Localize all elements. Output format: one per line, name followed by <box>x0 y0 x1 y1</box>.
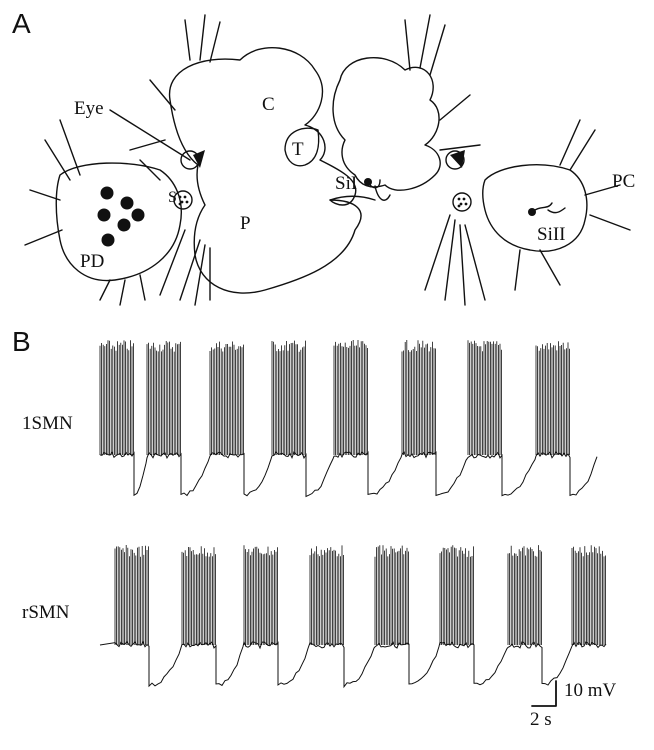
spike-burst <box>375 545 409 645</box>
spike-train <box>100 340 134 455</box>
trace-1smn <box>100 340 597 496</box>
spike-burst <box>508 545 542 645</box>
membrane-potential-line <box>100 452 597 496</box>
spike-train <box>334 340 368 455</box>
spike-train <box>147 341 181 455</box>
spike-train <box>310 545 344 645</box>
spike-train <box>468 340 502 455</box>
spike-train <box>508 545 542 645</box>
spike-train <box>272 341 306 455</box>
spike-burst <box>310 545 344 645</box>
spike-train <box>572 545 606 645</box>
trace-label-1smn: 1SMN <box>22 414 73 433</box>
spike-train <box>244 545 278 645</box>
spike-burst <box>334 340 368 455</box>
spike-burst <box>210 342 244 456</box>
scale-bar-time: 2 s <box>530 710 552 729</box>
spike-train <box>440 545 474 645</box>
spike-burst <box>147 341 181 455</box>
spike-train <box>536 341 570 455</box>
spike-train <box>115 545 149 645</box>
spike-train <box>210 342 244 456</box>
spike-burst <box>468 340 502 455</box>
spike-train <box>375 545 409 645</box>
spike-burst <box>115 545 149 645</box>
trace-label-rsmn: rSMN <box>22 603 70 622</box>
spike-burst <box>272 341 306 455</box>
spike-burst <box>440 545 474 645</box>
spike-burst <box>536 341 570 455</box>
membrane-potential-line <box>100 642 606 687</box>
spike-burst <box>572 545 606 645</box>
spike-burst <box>182 546 216 645</box>
scale-bar-voltage: 10 mV <box>564 681 616 700</box>
scale-bar <box>532 681 556 706</box>
spike-burst <box>100 340 134 455</box>
spike-train <box>182 546 216 645</box>
trace-group <box>100 340 606 687</box>
spike-burst <box>244 545 278 645</box>
trace-rsmn <box>100 545 606 687</box>
spike-train <box>402 340 436 455</box>
spike-burst <box>402 340 436 455</box>
